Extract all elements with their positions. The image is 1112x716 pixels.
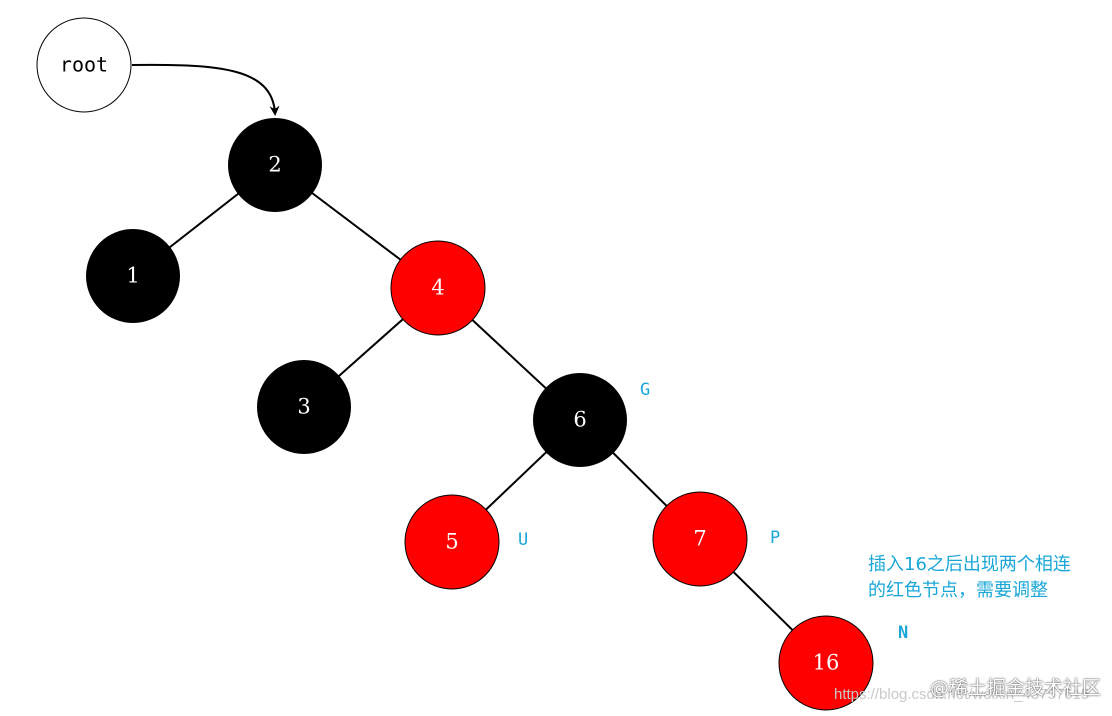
tag-grandparent: G: [640, 380, 650, 400]
node-label: 5: [445, 530, 458, 554]
node-circle: [257, 360, 351, 454]
tree-node-16: 16: [778, 615, 874, 711]
tree-node-7: 7: [652, 491, 748, 587]
node-circle: [533, 373, 627, 467]
watermark-url: https://blog.csdn.net/weixin_43757615: [834, 686, 1090, 703]
node-circle: [404, 494, 500, 590]
root-arrow: [131, 63, 280, 116]
tree-node-1: 1: [86, 229, 180, 323]
root-circle: [36, 17, 132, 113]
watermark-brand: @稀土掘金技术社区: [930, 677, 1102, 699]
tag-uncle: U: [518, 530, 528, 550]
node-label: 3: [297, 395, 310, 419]
node-label: 7: [693, 527, 706, 551]
tag-parent: P: [770, 528, 780, 548]
tree-node-4: 4: [390, 240, 486, 336]
tree-node-6: 6: [533, 373, 627, 467]
root-pointer: root: [36, 17, 280, 116]
node-label: 4: [431, 276, 444, 300]
node-circle: [86, 229, 180, 323]
node-circle: [778, 615, 874, 711]
tree-node-5: 5: [404, 494, 500, 590]
root-label: root: [60, 53, 108, 77]
tag-new-node: N: [898, 623, 908, 643]
node-label: 2: [268, 153, 281, 177]
node-circle: [228, 118, 322, 212]
tree-node-2: 2: [228, 118, 322, 212]
tree-edges: [132, 164, 827, 664]
tree-node-3: 3: [257, 360, 351, 454]
node-label: 6: [573, 408, 586, 432]
node-circle: [390, 240, 486, 336]
node-label: 1: [126, 264, 139, 288]
node-label: 16: [813, 651, 840, 675]
node-circle: [652, 491, 748, 587]
note-line-1: 插入16之后出现两个相连: [868, 554, 1071, 575]
note-line-2: 的红色节点，需要调整: [868, 580, 1048, 601]
